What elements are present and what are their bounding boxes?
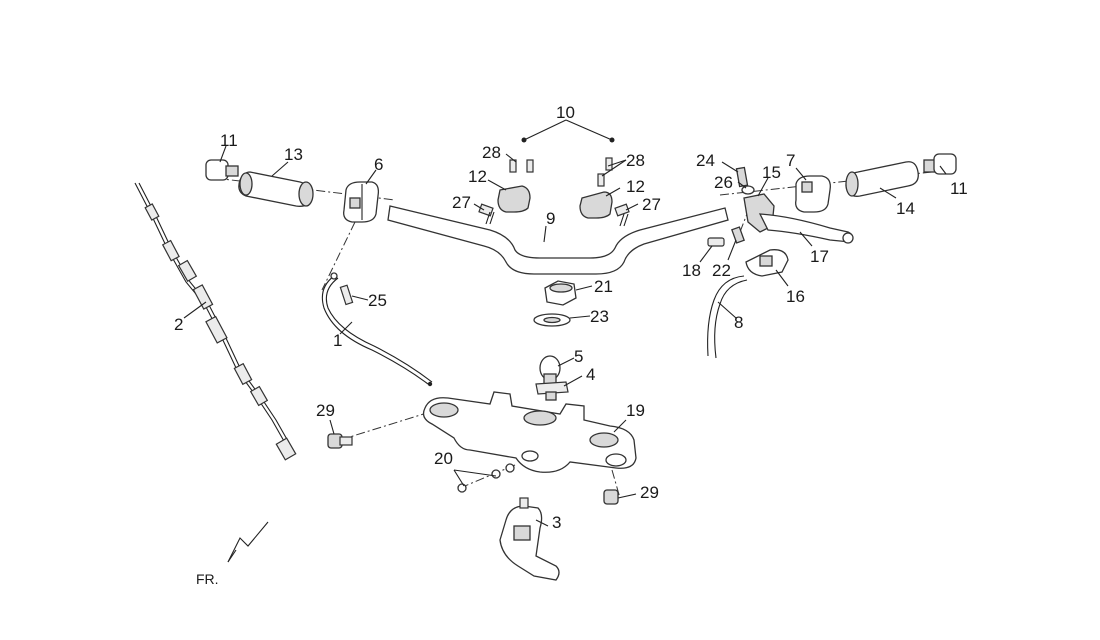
switch-part-16 [745,249,789,277]
callout-28-left: 28 [482,143,501,162]
cap-part-5 [539,355,561,385]
throttle-cable-part-2 [134,182,297,461]
callout-26: 26 [714,173,733,192]
callout-20: 20 [434,449,453,468]
callout-7: 7 [786,151,795,170]
pivot-bolt-part-18 [707,237,725,247]
stem-nut-part-21 [544,280,577,306]
callout-15: 15 [762,163,781,182]
callout-21: 21 [594,277,613,296]
bolt-left-part-29 [327,433,353,449]
ignition-switch-part-3 [499,497,560,581]
handlebar-clamp-left-part-12 [497,185,531,213]
left-grip-part-13 [238,171,314,207]
callout-2: 2 [174,315,183,334]
callout-13: 13 [284,145,303,164]
screws-left-part-28 [509,159,534,173]
callout-23: 23 [590,307,609,326]
callout-1: 1 [333,331,342,350]
callout-5: 5 [574,347,583,366]
key-part-4 [535,381,569,401]
callout-11-right: 11 [950,179,968,198]
callout-29-left: 29 [316,401,335,420]
callout-24: 24 [696,151,715,170]
callout-27-left: 27 [452,193,471,212]
callout-18: 18 [682,261,701,280]
bolts-part-20 [457,463,515,493]
callout-22: 22 [712,261,731,280]
callout-8: 8 [734,313,743,332]
callout-12-right: 12 [626,177,645,196]
callout-17: 17 [810,247,829,266]
clamp-bolt-left-part-27 [478,203,495,225]
left-switch-housing-part-6 [343,181,380,223]
washer-part-26 [741,185,755,195]
cable-part-1 [321,272,433,387]
callout-27-right: 27 [642,195,661,214]
callout-14: 14 [896,199,915,218]
handlebar-part-9 [387,205,729,275]
callout-28-right: 28 [626,151,645,170]
bushing-part-22 [731,226,745,244]
clamp-bolt-right-part-27 [614,203,630,227]
callout-9: 9 [546,209,555,228]
right-grip-part-14 [845,161,919,197]
callout-25: 25 [368,291,387,310]
callout-12-left: 12 [468,167,487,186]
right-switch-housing-part-7 [795,175,831,213]
clutch-lever-part-17 [758,213,854,244]
callout-10: 10 [556,103,575,122]
triple-clamp-part-19 [422,391,637,473]
callout-labels: 1 2 3 4 5 6 7 8 9 10 11 11 12 12 13 14 1… [174,103,968,532]
screws-right-part-28 [597,157,613,187]
pins-part-10 [521,119,615,143]
bolt-right-part-29 [603,489,619,505]
front-direction-label: FR. [196,571,219,587]
front-direction-arrow-icon: FR. [196,521,269,587]
bar-end-weight-left-part-11 [205,159,239,181]
callout-6: 6 [374,155,383,174]
bar-end-weight-right-part-11 [923,153,957,175]
callout-4: 4 [586,365,595,384]
callout-29-right: 29 [640,483,659,502]
cable-adjuster-part-25 [339,284,354,306]
washer-part-23 [533,313,571,327]
callout-3: 3 [552,513,561,532]
screw-part-24 [735,166,749,188]
callout-11-left: 11 [220,131,238,150]
callout-16: 16 [786,287,805,306]
leader-lines [183,145,947,527]
callout-19: 19 [626,401,645,420]
